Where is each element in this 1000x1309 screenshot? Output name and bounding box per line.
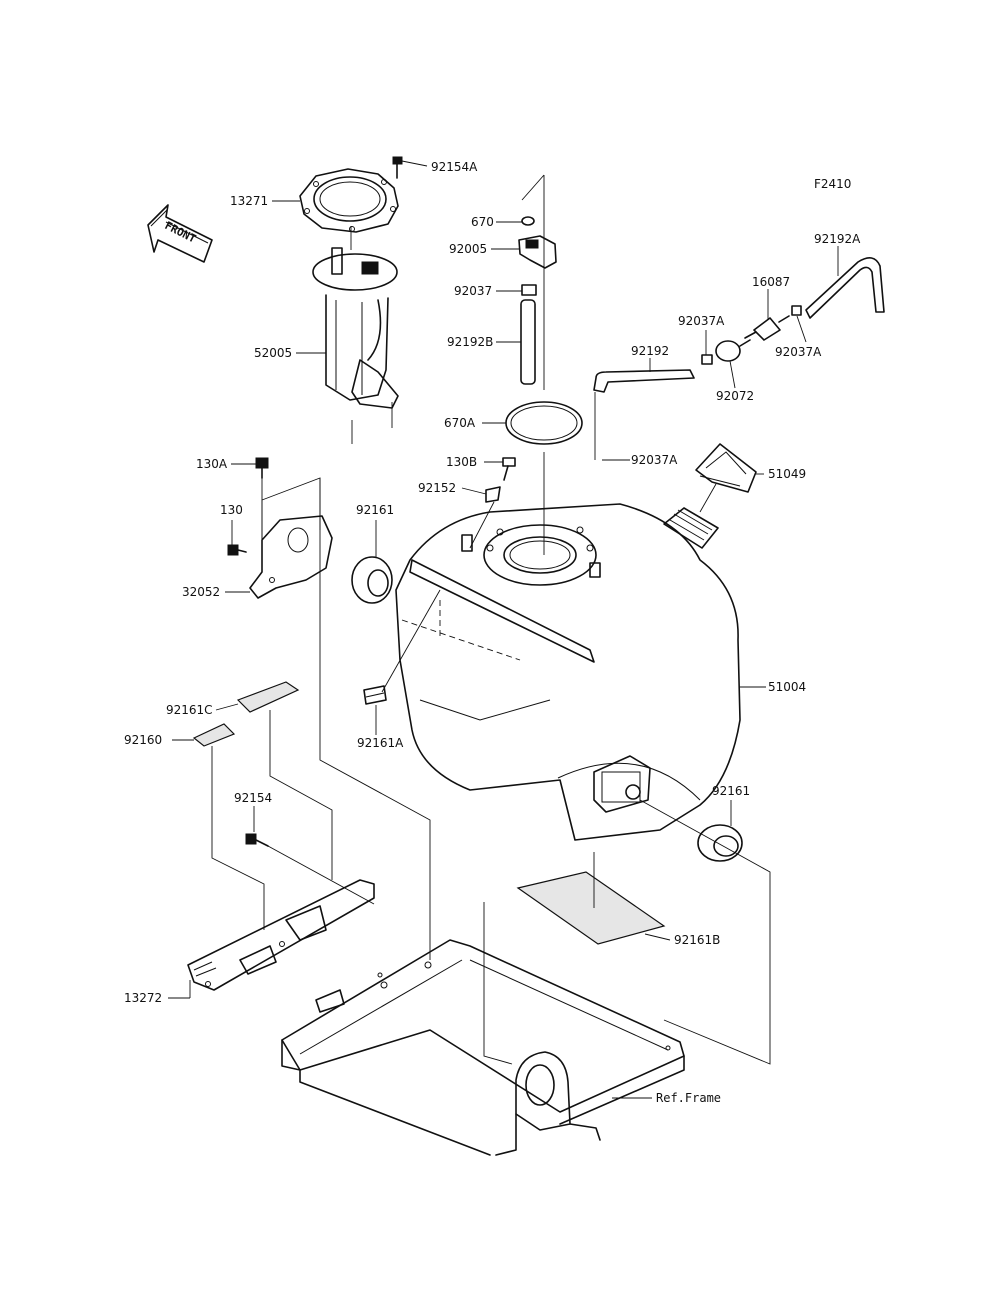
- label-16087: 16087: [752, 275, 790, 289]
- label-670: 670: [471, 215, 494, 229]
- label-92161-2: 92161: [712, 784, 750, 798]
- label-13271: 13271: [230, 194, 268, 208]
- label-92161B: 92161B: [674, 933, 720, 947]
- bolt-92154: [245, 833, 269, 847]
- figure-code: F2410: [814, 177, 851, 191]
- support-13272: [187, 879, 375, 991]
- label-51004: 51004: [768, 680, 806, 694]
- label-130A: 130A: [196, 457, 228, 471]
- reference-lines: [211, 478, 771, 1065]
- label-92037A-1: 92037A: [678, 314, 725, 328]
- front-label: FRONT: [163, 219, 199, 246]
- label-92161-1: 92161: [356, 503, 394, 517]
- hose-92192: [593, 369, 695, 393]
- clamp-92037A-b: [791, 305, 802, 316]
- valve-16087: [744, 315, 790, 341]
- label-13272: 13272: [124, 991, 162, 1005]
- hose-92192B: [520, 299, 536, 385]
- oring-670: [521, 216, 535, 226]
- label-52005: 52005: [254, 346, 292, 360]
- bolt-130A: [255, 457, 269, 479]
- label-92154A: 92154A: [431, 160, 478, 174]
- valve-92005: [518, 235, 557, 269]
- label-130: 130: [220, 503, 243, 517]
- label-92037: 92037: [454, 284, 492, 298]
- bolt-92154A: [392, 156, 403, 179]
- label-32052: 32052: [182, 585, 220, 599]
- pump-gasket: [299, 168, 399, 233]
- bracket-32052: [249, 515, 333, 599]
- label-92154: 92154: [234, 791, 272, 805]
- label-92161C: 92161C: [166, 703, 213, 717]
- label-92037A-3: 92037A: [631, 453, 678, 467]
- label-92161A: 92161A: [357, 736, 404, 750]
- damper-92161A: [363, 685, 387, 705]
- clamp-92037: [521, 284, 537, 296]
- oring-670A: [505, 401, 583, 445]
- label-92037A-2: 92037A: [775, 345, 822, 359]
- grommet-92161-lower: [697, 824, 743, 862]
- label-92152: 92152: [418, 481, 456, 495]
- ref-frame-label: Ref.Frame: [656, 1091, 721, 1105]
- hose-92192A: [805, 257, 885, 319]
- leader-lines: [168, 160, 839, 1099]
- fuel-pump: [312, 247, 399, 444]
- label-670A: 670A: [444, 416, 476, 430]
- label-92160: 92160: [124, 733, 162, 747]
- label-92072: 92072: [716, 389, 754, 403]
- grommet-92161-upper: [351, 556, 393, 604]
- front-arrow: FRONT: [147, 204, 213, 263]
- part-labels: 92154A 13271 52005 670 92005 92037 92192…: [124, 160, 861, 1105]
- bolt-130: [227, 544, 247, 556]
- label-130B: 130B: [446, 455, 477, 469]
- label-92192A: 92192A: [814, 232, 861, 246]
- label-51049: 51049: [768, 467, 806, 481]
- fuel-tank: [395, 503, 741, 841]
- label-92192: 92192: [631, 344, 669, 358]
- clamp-92037A-a: [701, 354, 713, 365]
- bolt-130B: [502, 457, 516, 481]
- pad-92160: [192, 723, 236, 747]
- label-92005: 92005: [449, 242, 487, 256]
- filter-92072: [715, 339, 751, 362]
- label-92192B: 92192B: [447, 335, 493, 349]
- pad-92161B: [516, 871, 666, 945]
- frame: [281, 939, 685, 1156]
- fuel-cap: [695, 443, 757, 493]
- collar-92152: [485, 486, 501, 503]
- pad-92161C: [236, 681, 300, 713]
